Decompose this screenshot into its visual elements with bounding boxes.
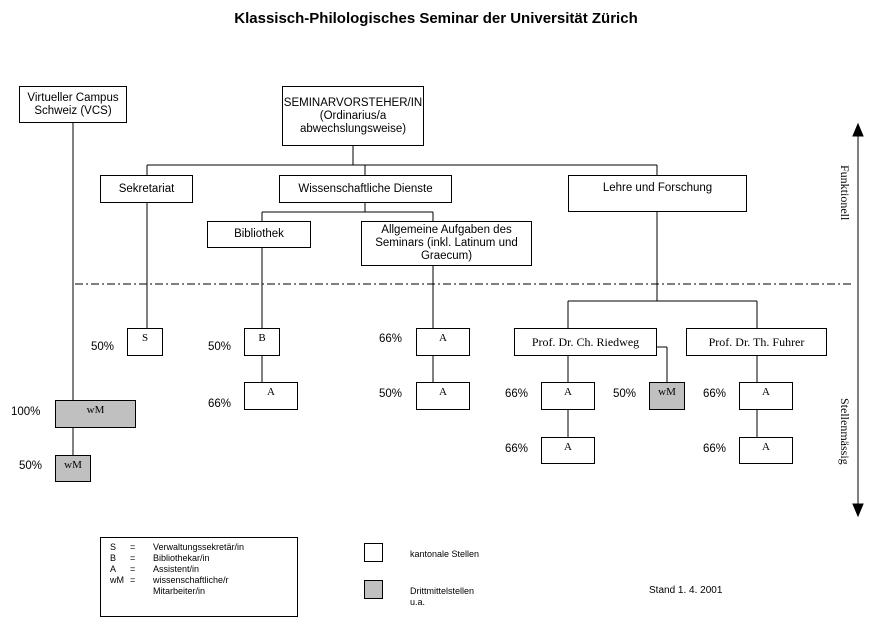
legend-value: Verwaltungssekretär/in (153, 542, 245, 552)
box-seminarvorsteher: SEMINARVORSTEHER/IN (Ordinarius/a abwech… (282, 86, 424, 146)
pct-label: 50% (208, 341, 232, 353)
position-a: A (541, 382, 595, 410)
legend-value: Bibliothekar/in (153, 553, 210, 563)
position-b: B (244, 328, 280, 356)
pct-label: 50% (613, 388, 637, 400)
axis-label-stellenmaessig: Stellenmässig (838, 398, 852, 465)
legend-kantonal-label: kantonale Stellen (410, 549, 480, 559)
position-a: A (416, 328, 470, 356)
pct-label: 66% (208, 398, 232, 410)
position-a: A (541, 437, 595, 464)
legend-key: wM (110, 575, 124, 585)
box-allgemeine-aufgaben: Allgemeine Aufgaben des Seminars (inkl. … (361, 221, 532, 266)
chart-title: Klassisch-Philologisches Seminar der Uni… (234, 10, 638, 27)
pct-label: 66% (703, 388, 727, 400)
pct-label: 66% (379, 333, 403, 345)
box-sekretariat: Sekretariat (100, 175, 193, 203)
position-a: A (739, 437, 793, 464)
legend-swatch-kantonal (364, 543, 383, 562)
pct-label: 66% (703, 443, 727, 455)
position-a: A (739, 382, 793, 410)
pct-label: 100% (11, 406, 41, 418)
legend-key: A (110, 564, 117, 574)
legend-key: B (110, 553, 117, 563)
legend-eq: = (130, 553, 136, 563)
box-fuhrer: Prof. Dr. Th. Fuhrer (686, 328, 827, 356)
axis-label-funktionell: Funktionell (838, 165, 852, 221)
box-wissenschaftliche-dienste: Wissenschaftliche Dienste (279, 175, 452, 203)
legend-value: Assistent/in (153, 564, 200, 574)
position-a: A (244, 382, 298, 410)
position-wm: wM (55, 455, 91, 482)
legend-eq: = (130, 575, 136, 585)
box-bibliothek: Bibliothek (207, 221, 311, 248)
legend-eq: = (130, 542, 136, 552)
box-vcs: Virtueller Campus Schweiz (VCS) (19, 86, 127, 123)
legend-eq: = (130, 564, 136, 574)
legend-abbreviations: S = Verwaltungssekretär/in B = Bibliothe… (100, 537, 298, 617)
pct-label: 50% (19, 460, 43, 472)
legend-value: wissenschaftliche/r Mitarbeiter/in (153, 575, 229, 596)
legend-drittmittel-label: Drittmittelstellen u.a. (410, 586, 475, 607)
box-lehre-forschung: Lehre und Forschung (568, 175, 747, 212)
pct-label: 50% (379, 388, 403, 400)
pct-label: 50% (91, 341, 115, 353)
legend-swatch-drittmittel (364, 580, 383, 599)
pct-label: 66% (505, 443, 529, 455)
position-s: S (127, 328, 163, 356)
date-stamp: Stand 1. 4. 2001 (649, 585, 723, 596)
legend-key: S (110, 542, 117, 552)
position-wm: wM (55, 400, 136, 428)
position-a: A (416, 382, 470, 410)
position-wm: wM (649, 382, 685, 410)
pct-label: 66% (505, 388, 529, 400)
box-riedweg: Prof. Dr. Ch. Riedweg (514, 328, 657, 356)
